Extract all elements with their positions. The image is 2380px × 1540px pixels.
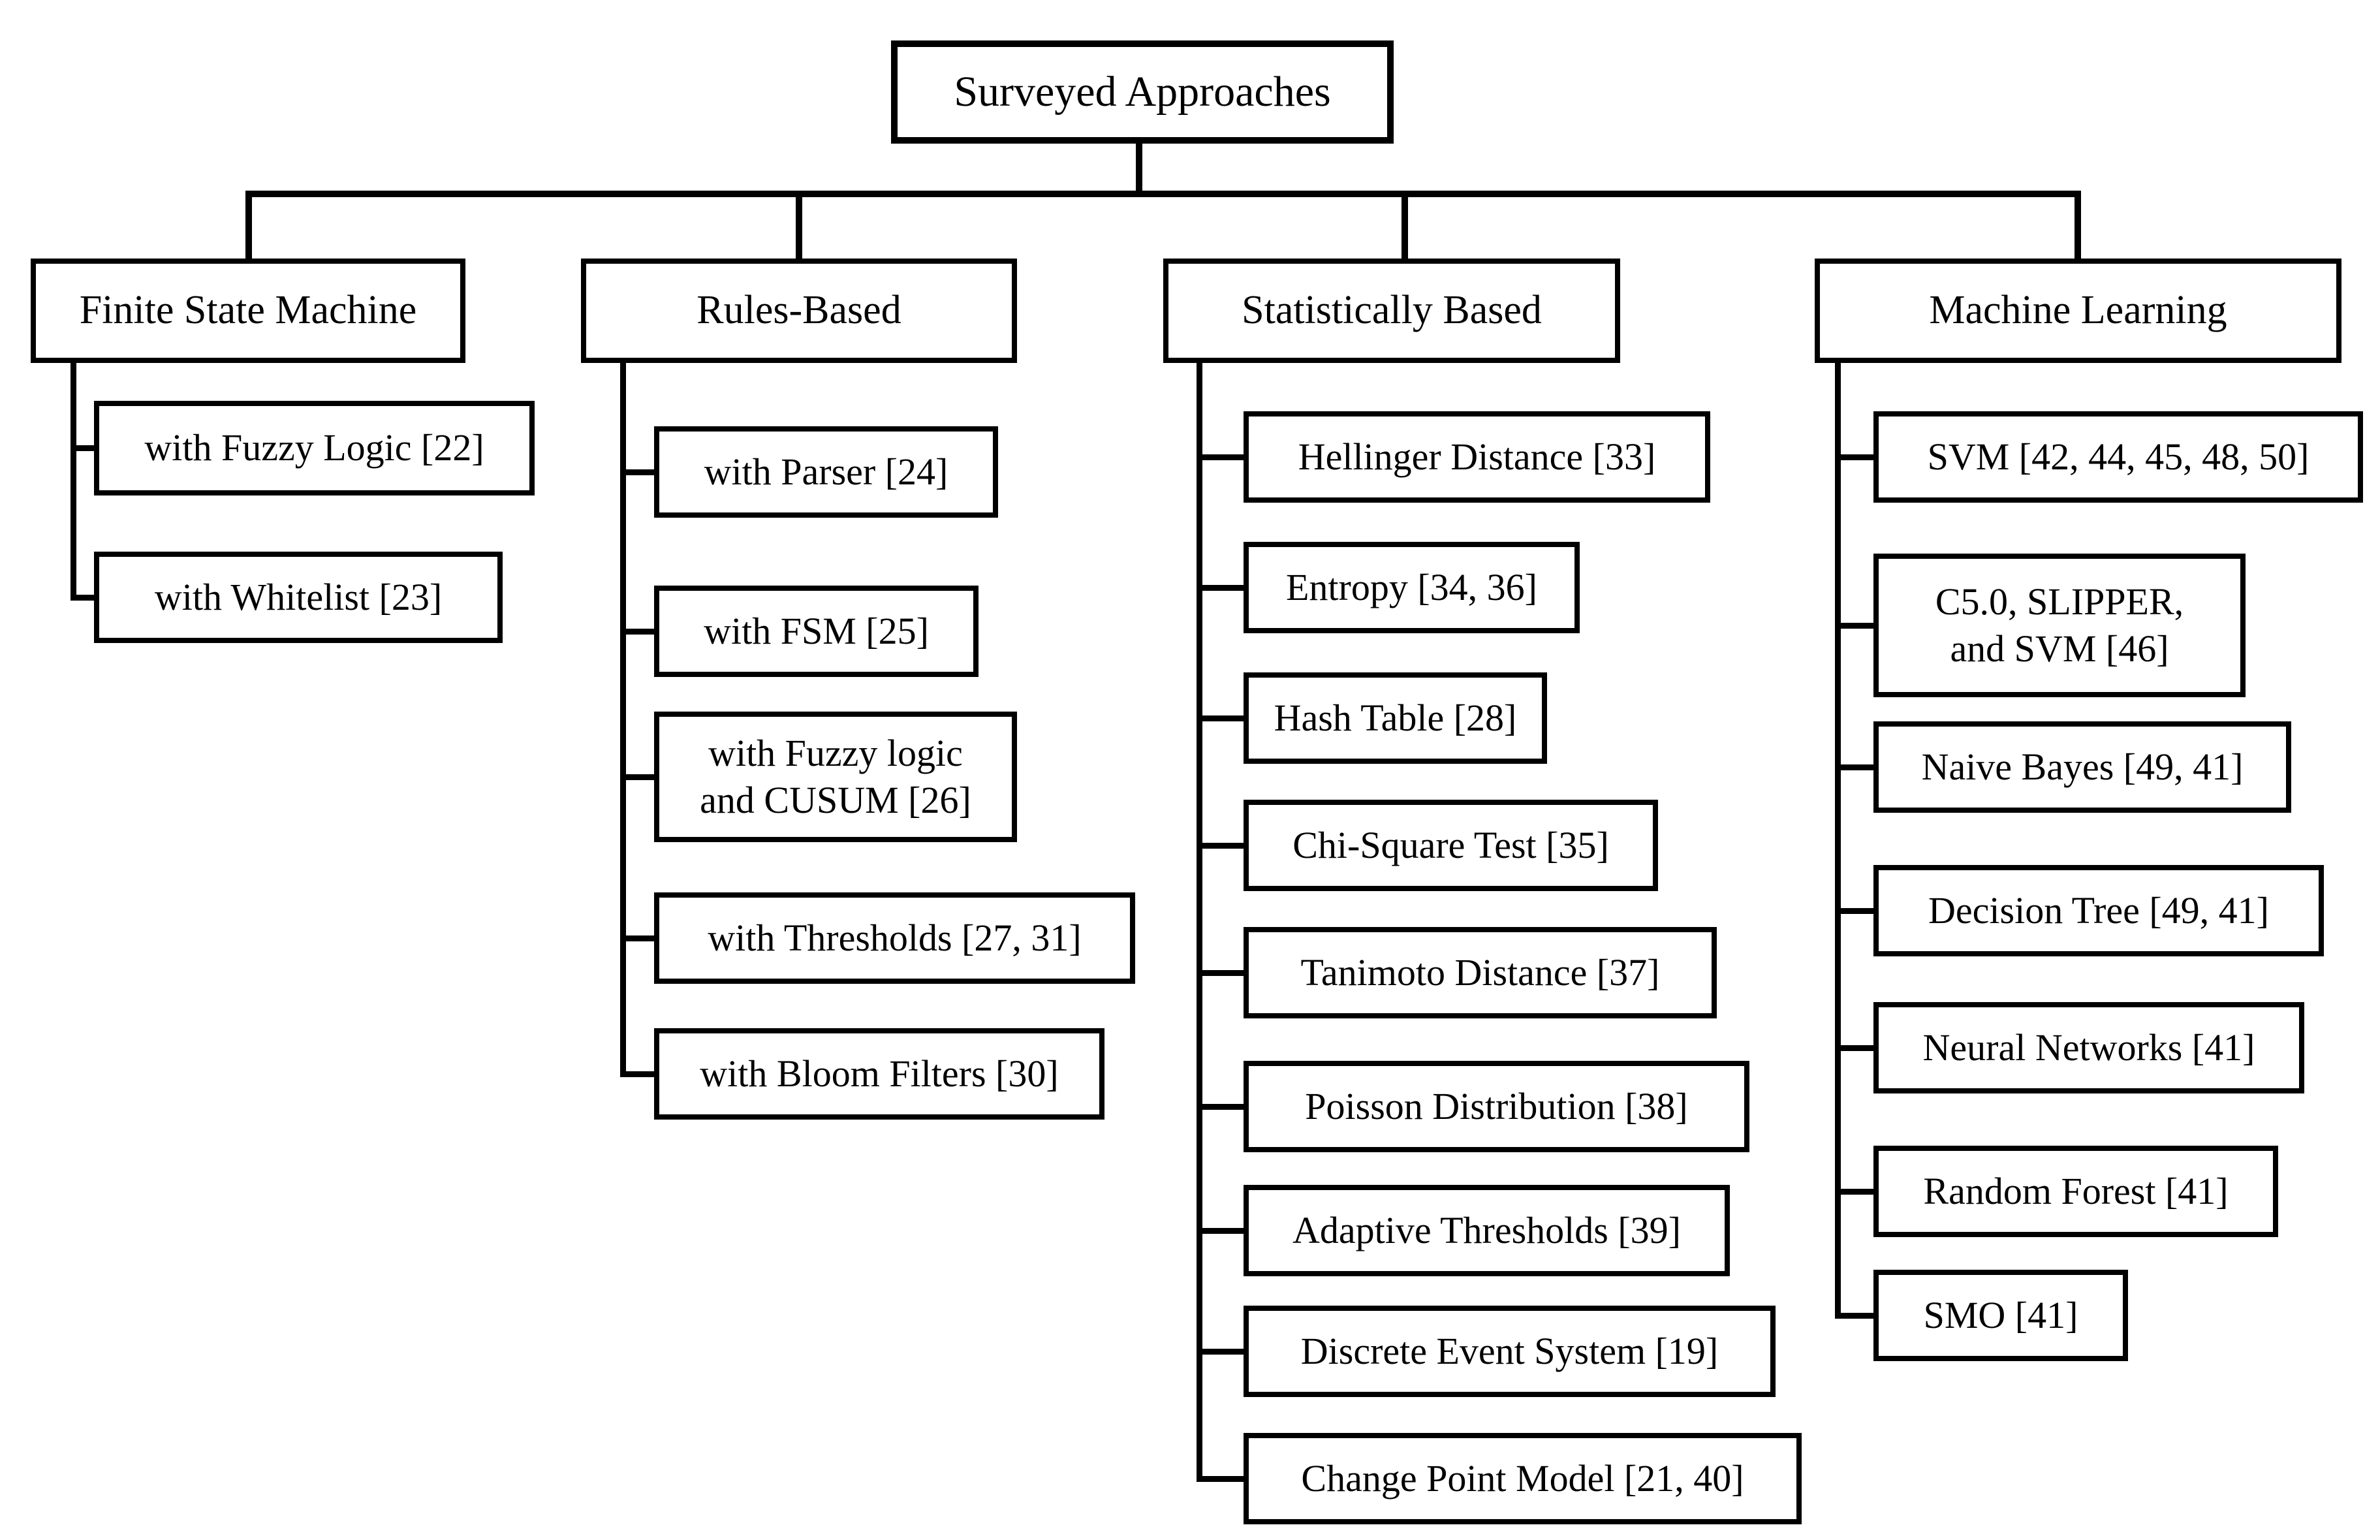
branch-finite-state-machine: Finite State Machine <box>31 259 465 363</box>
node-with-fsm: with FSM [25] <box>654 586 979 677</box>
node-poisson-distribution: Poisson Distribution [38] <box>1244 1061 1749 1152</box>
node-neural-networks: Neural Networks [41] <box>1873 1002 2304 1093</box>
connector-trunk-machine-learning <box>1835 360 1841 1319</box>
node-tanimoto-distance: Tanimoto Distance [37] <box>1244 927 1717 1018</box>
node-chi-square-test: Chi-Square Test [35] <box>1244 800 1658 891</box>
node-fuzzy-logic-cusum: with Fuzzy logic and CUSUM [26] <box>654 712 1017 842</box>
connector-trunk-rules-based <box>620 360 626 1077</box>
connector-drop-machine-learning <box>2075 191 2081 261</box>
node-hellinger-distance: Hellinger Distance [33] <box>1244 411 1710 503</box>
connector-bus <box>245 191 2081 197</box>
connector-stub <box>1197 715 1246 721</box>
connector-stub <box>1197 585 1246 591</box>
node-entropy: Entropy [34, 36] <box>1244 542 1580 633</box>
branch-machine-learning: Machine Learning <box>1815 259 2341 363</box>
connector-drop-rules-based <box>796 191 802 261</box>
node-adaptive-thresholds: Adaptive Thresholds [39] <box>1244 1185 1730 1276</box>
branch-statistically-based: Statistically Based <box>1163 259 1620 363</box>
connector-stub <box>1197 1349 1246 1355</box>
connector-trunk-finite-state-machine <box>70 360 76 601</box>
branch-rules-based: Rules-Based <box>581 259 1017 363</box>
node-decision-tree: Decision Tree [49, 41] <box>1873 865 2324 956</box>
connector-stub <box>1835 1313 1877 1319</box>
connector-stub <box>620 774 657 780</box>
connector-stub <box>1197 1228 1246 1234</box>
node-naive-bayes: Naive Bayes [49, 41] <box>1873 721 2291 813</box>
node-with-fuzzy-logic: with Fuzzy Logic [22] <box>94 401 535 495</box>
connector-stub <box>1835 908 1877 914</box>
connector-stub <box>1835 1045 1877 1051</box>
connector-drop-statistically-based <box>1401 191 1408 261</box>
connector-stub <box>1835 1189 1877 1195</box>
node-discrete-event-system: Discrete Event System [19] <box>1244 1306 1776 1397</box>
connector-stub <box>620 469 657 475</box>
connector-stub <box>1197 970 1246 976</box>
connector-stub <box>70 595 97 601</box>
connector-trunk-statistically-based <box>1197 360 1202 1482</box>
connector-stub <box>1835 454 1877 460</box>
connector-stub <box>620 1071 657 1077</box>
connector-stub <box>1835 764 1877 770</box>
connector-stub <box>1835 623 1877 629</box>
connector-stub <box>1197 1104 1246 1110</box>
connector-stub <box>620 629 657 635</box>
node-c50-slipper-svm: C5.0, SLIPPER, and SVM [46] <box>1873 554 2246 697</box>
root-node-surveyed-approaches: Surveyed Approaches <box>891 40 1394 144</box>
node-with-thresholds: with Thresholds [27, 31] <box>654 892 1135 984</box>
node-hash-table: Hash Table [28] <box>1244 672 1547 764</box>
connector-stub <box>620 935 657 941</box>
connector-drop-finite-state-machine <box>245 191 252 261</box>
connector-stub <box>1197 843 1246 849</box>
node-smo: SMO [41] <box>1873 1270 2128 1361</box>
node-change-point-model: Change Point Model [21, 40] <box>1244 1433 1802 1524</box>
node-with-bloom-filters: with Bloom Filters [30] <box>654 1028 1104 1120</box>
connector-title-trunk <box>1136 142 1142 197</box>
node-random-forest: Random Forest [41] <box>1873 1146 2278 1237</box>
node-with-whitelist: with Whitelist [23] <box>94 552 503 643</box>
connector-stub <box>1197 1476 1246 1482</box>
node-svm: SVM [42, 44, 45, 48, 50] <box>1873 411 2363 503</box>
connector-stub <box>70 445 97 451</box>
connector-stub <box>1197 454 1246 460</box>
node-with-parser: with Parser [24] <box>654 426 998 518</box>
